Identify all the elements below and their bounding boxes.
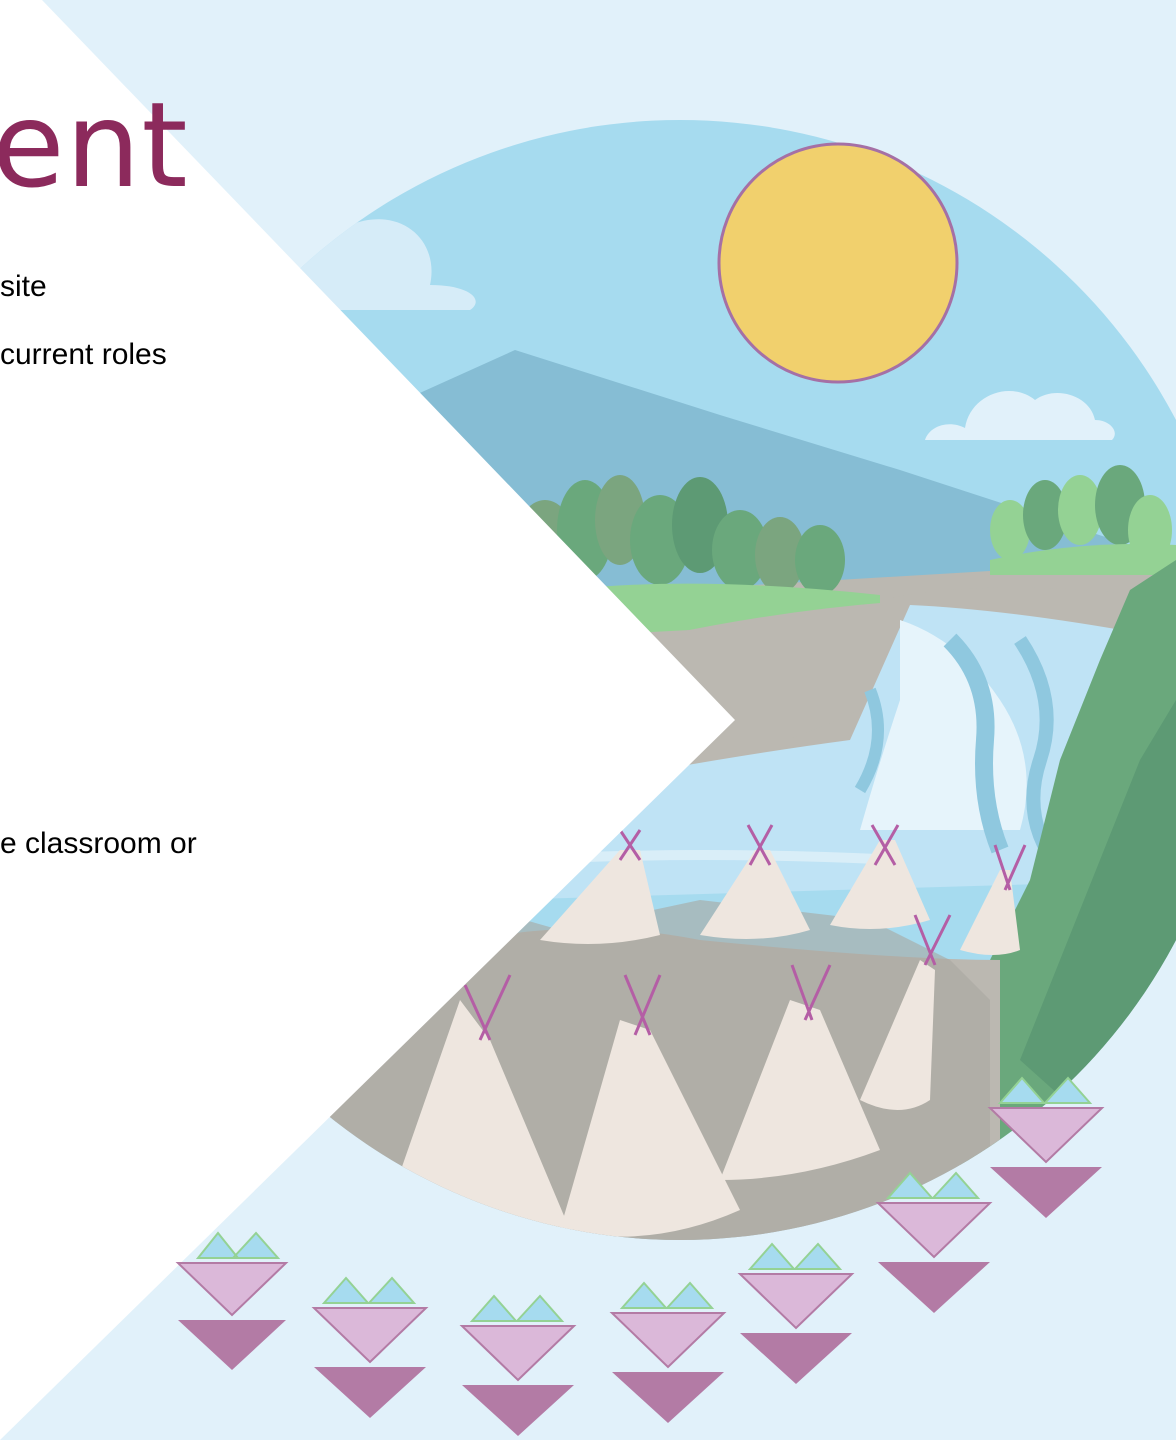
bullet-text: e classroom or (0, 827, 197, 860)
tipi-icon (830, 824, 930, 929)
tipi-icon (540, 829, 660, 944)
triangle-motif-icon (175, 1076, 1105, 1436)
tipi-icon (720, 964, 880, 1180)
cloud-icon (925, 390, 1115, 440)
tipi-icon (700, 824, 810, 939)
sun-icon (717, 142, 959, 384)
tipi-icon (960, 844, 1027, 955)
content-panel (0, 0, 735, 1440)
tipi-icon (860, 914, 952, 1110)
bullet-text: current roles (0, 338, 167, 371)
slide-title: ent (0, 76, 189, 214)
bullet-text: site (0, 270, 47, 303)
tipi-icon (560, 974, 740, 1237)
